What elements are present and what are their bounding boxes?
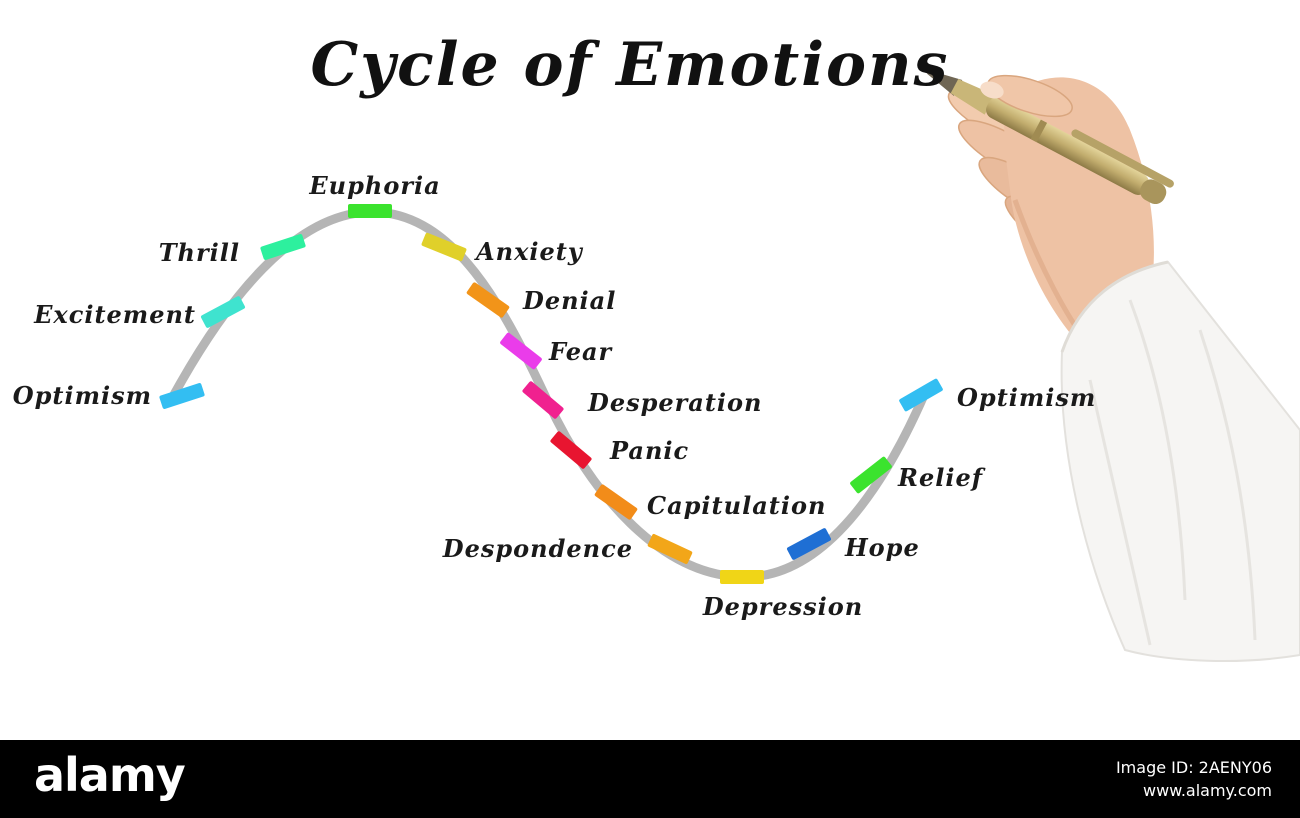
sleeve-fold-2	[1088, 379, 1152, 646]
label-optimism-right: Optimism	[957, 383, 1097, 412]
marker-hope	[786, 528, 832, 560]
label-hope: Hope	[845, 533, 920, 562]
emotion-cycle-diagram	[159, 70, 1300, 663]
label-fear: Fear	[549, 337, 613, 366]
pen-grip-ring	[1030, 119, 1048, 143]
sleeve	[1060, 260, 1300, 663]
label-despondence: Despondence	[442, 534, 633, 563]
marker-relief	[850, 456, 892, 494]
image-id: Image ID: 2AENY06	[1115, 758, 1272, 777]
label-optimism-left: Optimism	[12, 381, 152, 410]
label-depression: Depression	[702, 592, 864, 621]
label-excitement: Excitement	[34, 300, 196, 329]
cycle-curve	[165, 207, 930, 582]
marker-anxiety	[421, 232, 467, 262]
label-thrill: Thrill	[158, 238, 240, 267]
sleeve-fold-1	[1128, 299, 1187, 601]
alamy-url: www.alamy.com	[1143, 781, 1272, 800]
label-desperation: Desperation	[588, 388, 763, 417]
sleeve-fold-3	[1198, 329, 1257, 641]
marker-panic	[550, 431, 592, 469]
label-euphoria: Euphoria	[309, 171, 441, 200]
marker-capitulation	[594, 484, 638, 520]
label-capitulation: Capitulation	[647, 491, 827, 520]
label-panic: Panic	[610, 436, 690, 465]
pen-clip	[1071, 129, 1174, 188]
marker-denial	[466, 282, 510, 318]
alamy-logo: alamy	[34, 748, 186, 802]
marker-excitement	[200, 296, 246, 328]
pen-body	[986, 97, 1149, 195]
sleeve-cuff-edge	[1060, 260, 1169, 353]
marker-fear	[500, 332, 542, 370]
label-denial: Denial	[523, 286, 617, 315]
marker-thrill	[260, 234, 306, 260]
marker-euphoria	[348, 204, 392, 218]
pen-cone	[950, 79, 995, 115]
marker-optimism-left	[159, 383, 205, 409]
marker-desperation	[522, 381, 564, 419]
pen-rear-cap	[1140, 179, 1167, 205]
image-meta: Image ID: 2AENY06 www.alamy.com	[1116, 756, 1272, 802]
thumb-nail	[980, 81, 1004, 99]
diagram-title: Cycle of Emotions	[310, 30, 950, 100]
golden-pen	[927, 70, 1174, 205]
marker-despondence	[647, 534, 693, 564]
marker-optimism-right	[899, 378, 943, 412]
watermark-bar: alamy Image ID: 2AENY06 www.alamy.com	[0, 740, 1300, 818]
label-relief: Relief	[898, 463, 984, 492]
label-anxiety: Anxiety	[476, 237, 583, 266]
marker-depression	[720, 570, 764, 584]
hand-with-pen	[927, 70, 1300, 663]
